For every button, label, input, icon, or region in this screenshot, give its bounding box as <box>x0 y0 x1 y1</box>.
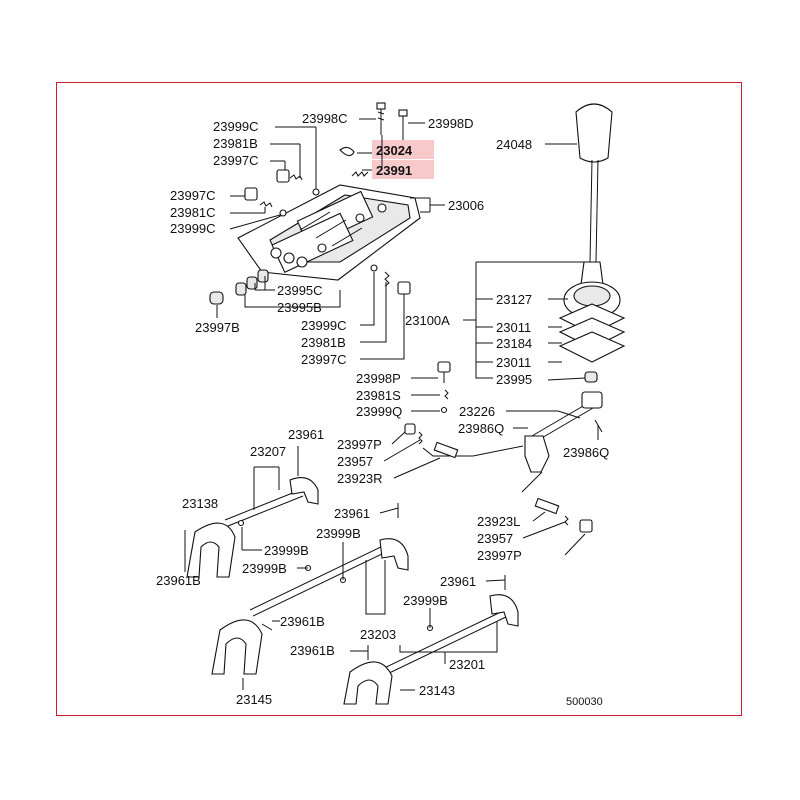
bolt-23998p-part <box>437 361 451 383</box>
label-23226: 23226 <box>459 404 495 419</box>
label-23995c: 23995C <box>277 283 323 298</box>
ball-23999c-2 <box>279 209 287 217</box>
label-23997b: 23997B <box>195 320 240 335</box>
label-23999b-4: 23999B <box>403 593 448 608</box>
label-23923r: 23923R <box>337 471 383 486</box>
label-23999q: 23999Q <box>356 404 402 419</box>
ball-23999q-part <box>440 406 448 414</box>
label-23961-2: 23961 <box>334 506 370 521</box>
label-23999b-2: 23999B <box>264 543 309 558</box>
label-23957-2: 23957 <box>477 531 513 546</box>
label-23991: 23991 <box>376 163 412 178</box>
bolt-23998d-part <box>398 109 408 135</box>
label-23999c-3: 23999C <box>301 318 347 333</box>
diagram-frame <box>56 82 742 716</box>
highlight-23024 <box>372 140 434 159</box>
label-23201: 23201 <box>449 657 485 672</box>
label-23961b-3: 23961B <box>290 643 335 658</box>
plugs-23995-part <box>235 269 269 296</box>
rail-23207-part <box>224 460 319 527</box>
label-23961b-1: 23961B <box>156 573 201 588</box>
fork-23138-part <box>184 522 236 578</box>
select-shaft-23226 <box>524 391 603 473</box>
rail-23203-part <box>249 503 409 617</box>
leaders-bottom <box>184 446 506 691</box>
label-23997c-3: 23997C <box>301 352 347 367</box>
label-23995: 23995 <box>496 372 532 387</box>
shift-lever-part <box>558 103 626 383</box>
label-23999c-2: 23999C <box>170 221 216 236</box>
label-23138: 23138 <box>182 496 218 511</box>
label-23997p-2: 23997P <box>477 548 522 563</box>
plug-23997c-part-3 <box>397 281 411 295</box>
plug-23997c-part-1 <box>276 169 303 183</box>
rail-23201-part <box>379 575 519 677</box>
label-23961b-2: 23961B <box>280 614 325 629</box>
spring-23981b-part <box>384 271 390 287</box>
label-23981s: 23981S <box>356 388 401 403</box>
label-23999b-1: 23999B <box>316 526 361 541</box>
fork-23143-part <box>343 645 393 705</box>
label-23997c-2: 23997C <box>170 188 216 203</box>
label-23995b: 23995B <box>277 300 322 315</box>
label-23999c-1: 23999C <box>213 119 259 134</box>
ball-23999c-3 <box>370 264 378 272</box>
label-23203: 23203 <box>360 627 396 642</box>
select-arm-links <box>404 423 593 533</box>
leaders-mid <box>411 377 599 440</box>
shift-cover-housing <box>237 184 421 281</box>
label-23981b-2: 23981B <box>301 335 346 350</box>
spring-23991-part <box>351 171 369 177</box>
clip-23024-part <box>339 146 355 157</box>
plug-23997b-part <box>209 291 224 305</box>
label-23145: 23145 <box>236 692 272 707</box>
diagram-id-code: 500030 <box>566 696 603 708</box>
label-23998d: 23998D <box>428 116 474 131</box>
label-23143: 23143 <box>419 683 455 698</box>
label-23024: 23024 <box>376 143 413 158</box>
plug-23997c-part-2 <box>244 187 273 208</box>
label-23961-3: 23961 <box>440 574 476 589</box>
leaders-top <box>216 118 445 360</box>
leaders-links <box>383 431 586 556</box>
label-23986q-1: 23986Q <box>458 421 504 436</box>
label-23961-1: 23961 <box>288 427 324 442</box>
spring-23981s-part <box>444 389 449 400</box>
label-23998c-top: 23998C <box>302 111 348 126</box>
label-24048: 24048 <box>496 137 532 152</box>
label-23997c-1: 23997C <box>213 153 259 168</box>
label-23981b-1: 23981B <box>213 136 258 151</box>
label-23999b-3: 23999B <box>242 561 287 576</box>
fork-23145-part <box>211 619 273 675</box>
label-23986q-2: 23986Q <box>563 445 609 460</box>
label-23006: 23006 <box>448 198 484 213</box>
label-23011-1: 23011 <box>496 320 531 335</box>
ball-23999c-1 <box>312 188 320 196</box>
part-labels: 23998C 23998D 23999C 23024 23981B 23991 … <box>156 111 609 708</box>
label-23998p: 23998P <box>356 371 401 386</box>
label-23184: 23184 <box>496 336 532 351</box>
label-23997p-1: 23997P <box>337 437 382 452</box>
label-23957-1: 23957 <box>337 454 373 469</box>
label-23100a: 23100A <box>405 313 450 328</box>
label-23011-2: 23011 <box>496 355 531 370</box>
label-23981c: 23981C <box>170 205 216 220</box>
bolt-23998c-part <box>376 102 386 135</box>
label-23923l: 23923L <box>477 514 520 529</box>
label-23127: 23127 <box>496 292 532 307</box>
leaders-lever <box>463 143 588 381</box>
label-23207: 23207 <box>250 444 286 459</box>
highlight-23991 <box>372 160 434 179</box>
